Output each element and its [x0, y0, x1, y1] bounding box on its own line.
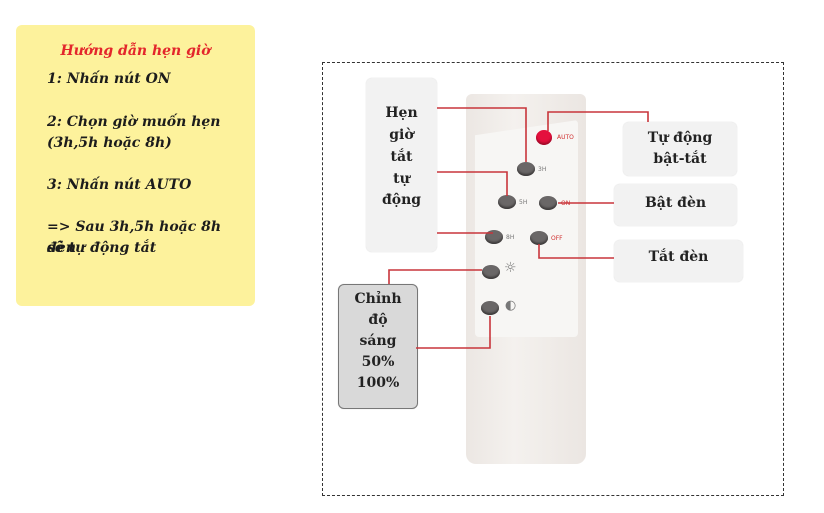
callout-brightness-line-1: Chỉnh: [354, 291, 402, 307]
callout-timer-line-1: Hẹn: [385, 105, 418, 121]
callout-auto: Tự động bật-tắt: [623, 122, 737, 176]
callout-on-text: Bật đèn: [644, 195, 707, 211]
callout-timer: Hẹn giờ tắt tự động: [366, 78, 437, 252]
brightness-up-button[interactable]: [482, 265, 500, 279]
callout-off-text: Tắt đèn: [648, 249, 709, 265]
callout-auto-line-1: Tự động: [647, 130, 713, 146]
auto-button[interactable]: [536, 130, 552, 145]
callout-on: Bật đèn: [614, 184, 737, 226]
connector-off: [538, 244, 614, 259]
diagram-frame: [322, 62, 784, 496]
on-button[interactable]: [539, 196, 557, 210]
callout-off: Tắt đèn: [614, 240, 743, 282]
callout-timer-line-2: giờ: [389, 127, 414, 143]
connector-3h: [437, 107, 527, 162]
callout-timer-line-4: tự: [393, 171, 410, 187]
instruction-title: Hướng dẫn hẹn giờ: [60, 43, 211, 59]
auto-label: AUTO: [557, 134, 574, 141]
callout-auto-line-2: bật-tắt: [653, 151, 707, 167]
timer-3h-button[interactable]: [517, 162, 535, 176]
callout-brightness: Chỉnh độ sáng 50% 100%: [338, 284, 418, 409]
step-2-line-2: (3h,5h hoặc 8h): [47, 135, 172, 151]
step-1: 1: Nhấn nút ON: [47, 71, 171, 87]
sun-icon: ☼: [504, 260, 517, 276]
timer-8h-label: 8H: [506, 234, 515, 241]
callout-brightness-line-3: sáng: [359, 333, 397, 349]
connector-auto: [547, 111, 649, 131]
timer-5h-button[interactable]: [498, 195, 516, 209]
timer-5h-label: 5H: [519, 199, 528, 206]
connector-5h: [437, 171, 508, 196]
result-line-1: => Sau 3h,5h hoặc 8h đèn: [47, 219, 222, 256]
timer-3h-label: 3H: [538, 166, 547, 173]
half-sun-icon: ◐: [505, 298, 517, 313]
step-2-line-1: 2: Chọn giờ muốn hẹn: [47, 114, 221, 130]
connector-dim: [416, 316, 491, 349]
callout-brightness-line-2: độ: [368, 312, 388, 328]
callout-brightness-line-4: 50%: [361, 354, 395, 370]
connector-bright: [388, 269, 482, 284]
brightness-down-button[interactable]: [481, 301, 499, 315]
off-button[interactable]: [530, 231, 548, 245]
callout-timer-line-3: tắt: [390, 149, 413, 165]
result-line-2: sẽ tự động tắt: [47, 240, 157, 256]
instruction-note: Hướng dẫn hẹn giờ 1: Nhấn nút ON 2: Chọn…: [16, 25, 255, 306]
callout-brightness-line-5: 100%: [356, 375, 400, 391]
step-3: 3: Nhấn nút AUTO: [47, 177, 192, 193]
callout-timer-line-5: động: [381, 192, 422, 208]
off-label: OFF: [551, 235, 563, 242]
